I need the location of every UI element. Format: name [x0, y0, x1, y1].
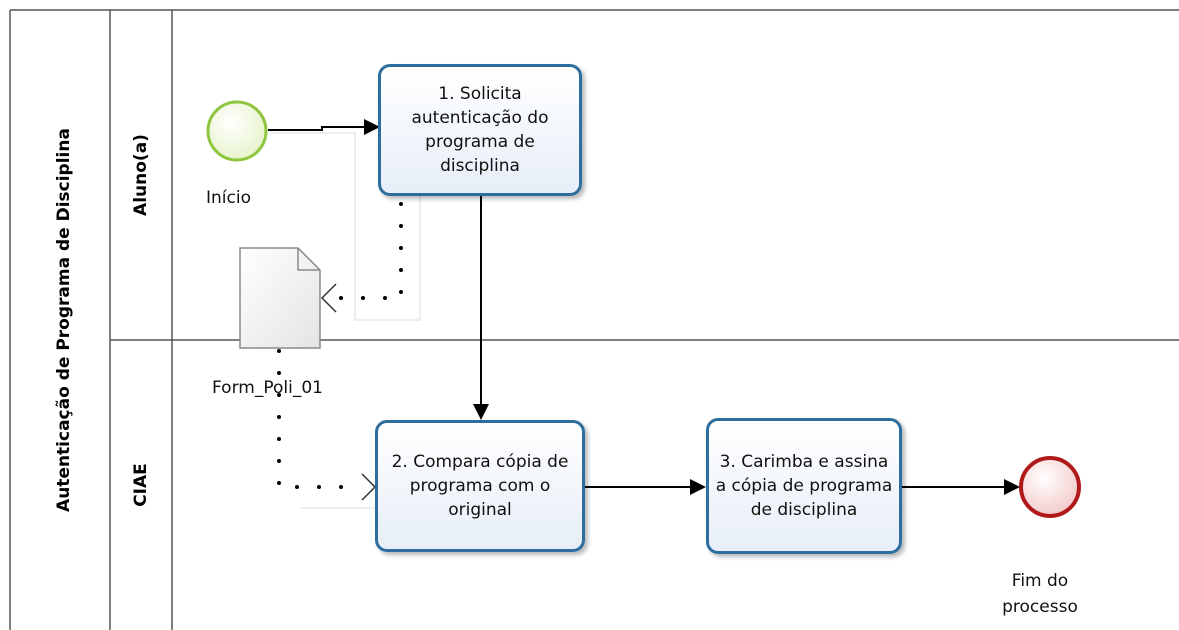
sequence-flows: [268, 126, 1008, 488]
task-label: 2. Compara cópia de programa com o origi…: [391, 452, 569, 520]
lane-ciae: CIAE: [110, 340, 172, 630]
data-object-document[interactable]: [239, 247, 321, 349]
data-object-label: Form_Poli_01: [212, 378, 323, 398]
task-solicita-autenticacao[interactable]: 1. Solicita autenticação do programa de …: [378, 64, 582, 196]
lane-aluno-label: Aluno(a): [131, 134, 152, 216]
arrowhead-icon: [1004, 479, 1020, 495]
association-doc-to-task2: [277, 349, 362, 489]
arrowhead-icon: [690, 479, 706, 495]
association-task1-to-doc: [338, 202, 403, 300]
lane-aluno: Aluno(a): [110, 10, 172, 340]
lane-ciae-label: CIAE: [130, 463, 151, 507]
document-icon: [239, 247, 321, 349]
open-arrow-icon: [320, 283, 337, 313]
start-event[interactable]: [206, 100, 268, 162]
document-fold: [297, 248, 320, 271]
open-arrowheads: [320, 283, 377, 501]
arrowheads: [364, 119, 1020, 495]
open-arrow-icon: [361, 473, 377, 501]
start-event-label: Início: [206, 188, 251, 208]
task-label: 1. Solicita autenticação do programa de …: [411, 84, 549, 176]
pool-title: Autenticação de Programa de Disciplina: [44, 10, 84, 630]
task-compara-copia[interactable]: 2. Compara cópia de programa com o origi…: [375, 420, 585, 552]
arrowhead-icon: [473, 404, 489, 420]
end-event-label: Fim do processo: [1002, 571, 1078, 617]
flow-start-to-task1: [268, 126, 368, 131]
pool-title-text: Autenticação de Programa de Disciplina: [54, 128, 75, 512]
pool-frame: [9, 9, 1179, 630]
ghost-lines: [270, 132, 421, 509]
data-associations: [277, 202, 403, 489]
task-label: 3. Carimba e assina a cópia de programa …: [715, 452, 893, 520]
task-carimba-assina[interactable]: 3. Carimba e assina a cópia de programa …: [706, 418, 902, 554]
arrowhead-icon: [364, 119, 380, 135]
end-event[interactable]: [1019, 456, 1081, 518]
